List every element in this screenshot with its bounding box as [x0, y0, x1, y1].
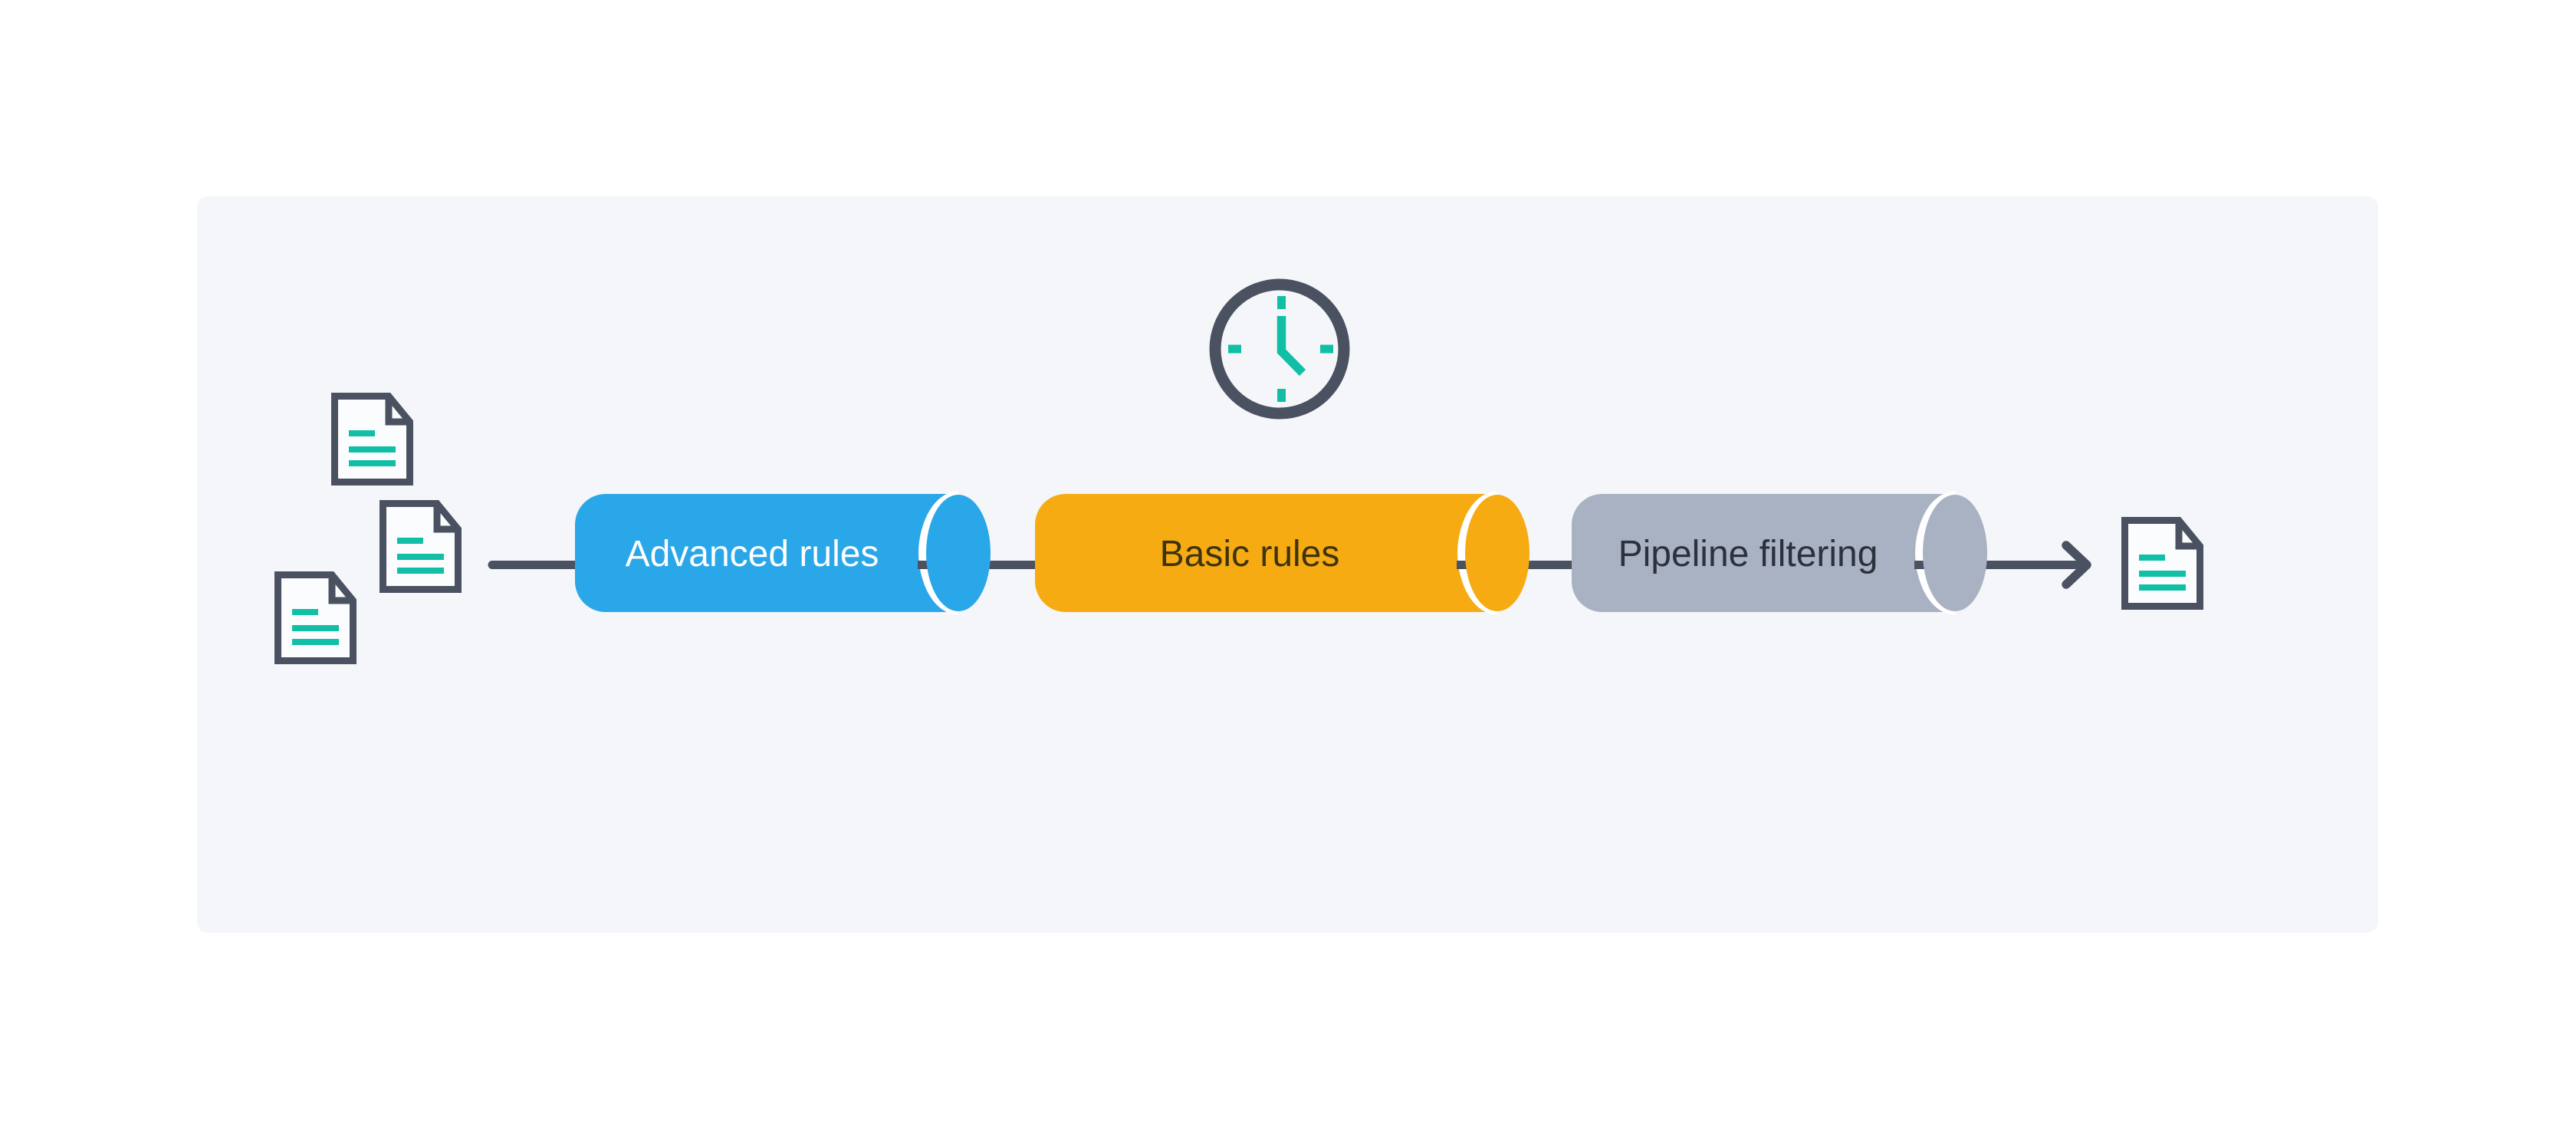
input-document-icon-1 — [335, 397, 410, 482]
clock-face — [1209, 278, 1350, 420]
stage-cylinder-advanced-rules: Advanced rules — [575, 491, 991, 615]
cylinder-cap — [1465, 495, 1530, 611]
stage-label-basic-rules: Basic rules — [1160, 534, 1340, 574]
clock-tick-6 — [1277, 389, 1286, 402]
cylinder-body — [1035, 494, 1497, 612]
cylinder-gap — [1915, 491, 1956, 615]
arrow-right-icon — [2062, 541, 2091, 589]
input-document-icon-3 — [278, 575, 353, 661]
stage-label-advanced-rules: Advanced rules — [626, 534, 879, 574]
cylinder-gap — [1457, 491, 1498, 615]
cylinder-cap — [1923, 495, 1987, 611]
stage-label-pipeline-filtering: Pipeline filtering — [1618, 534, 1878, 574]
output-document-icon — [2125, 521, 2200, 607]
clock-tick-9 — [1228, 344, 1241, 354]
cylinder-cap — [926, 495, 991, 611]
cylinder-body — [1572, 494, 1955, 612]
cylinder-gap — [918, 491, 959, 615]
input-document-icon-2 — [383, 504, 458, 590]
stage-cylinder-pipeline-filtering: Pipeline filtering — [1572, 491, 1987, 615]
cylinder-body — [575, 494, 958, 612]
clock-tick-12 — [1277, 296, 1286, 309]
clock-ticks — [1228, 296, 1333, 402]
stage-cylinder-basic-rules: Basic rules — [1035, 491, 1530, 615]
clock-tick-3 — [1320, 344, 1333, 354]
clock-icon — [1209, 278, 1350, 420]
clock-hands — [1276, 316, 1306, 377]
